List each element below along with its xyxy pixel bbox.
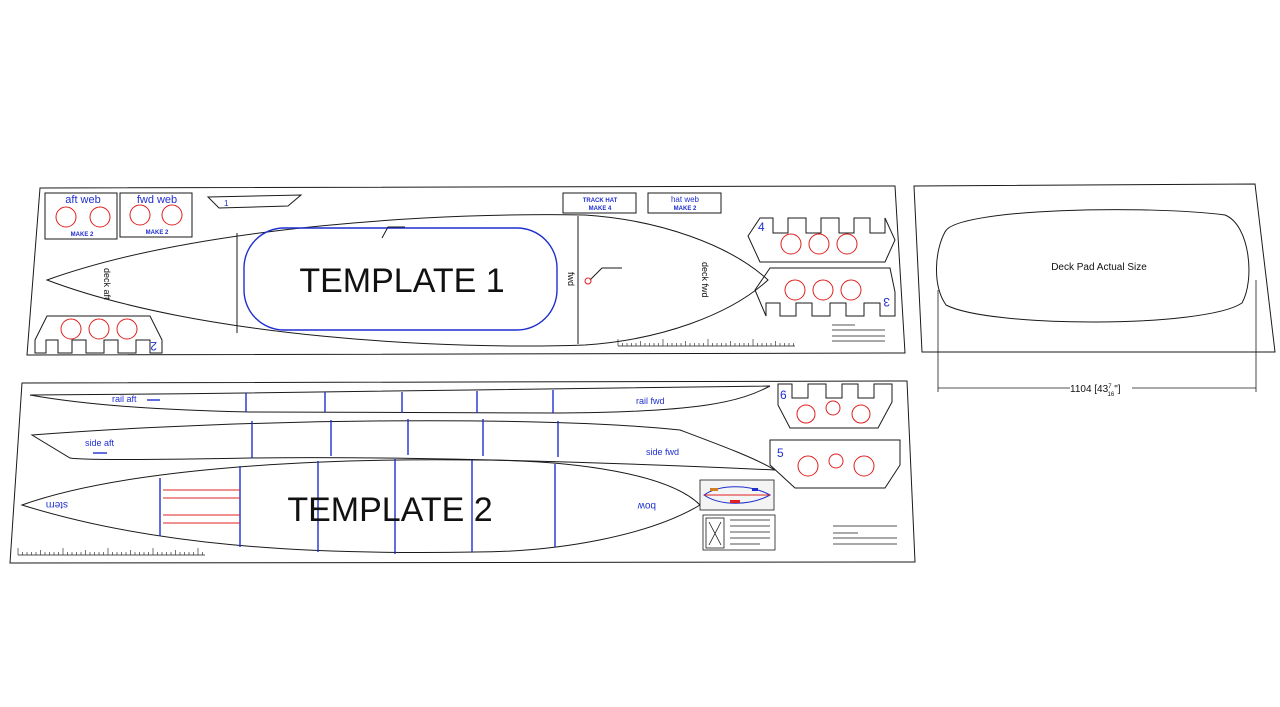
part-4-label: 4 [758,220,765,234]
part-2-label: 2 [150,339,157,353]
part-2 [34,315,163,354]
stern-label: stern [46,499,68,510]
title-block-1 [832,324,885,342]
fwd-web-part: fwd web MAKE 2 [119,192,193,238]
hat-web-make: MAKE 2 [674,206,697,212]
template-2-title: TEMPLATE 2 [287,491,492,529]
aft-web-label: aft web [65,194,100,206]
title-block-2 [833,525,897,545]
aft-web-make: MAKE 2 [71,232,94,238]
part-1-label: 1 [224,199,229,208]
part-5-label: 5 [777,446,784,460]
rail-fwd-label: rail fwd [636,396,665,406]
side-fwd-label: side fwd [646,447,679,457]
deck-pad-label: Deck Pad Actual Size [1051,262,1147,273]
scale-ruler-1 [617,339,795,347]
part-3-label: 3 [883,295,890,309]
deck-outline [45,214,769,347]
part-6 [777,383,893,429]
scale-ruler-2 [17,548,205,556]
track-hat-label: TRACK HAT [583,198,618,204]
fwd-web-label: fwd web [137,194,177,206]
template-1-sheet: aft web MAKE 2 fwd web MAKE 2 1 TRACK HA… [26,185,906,356]
aft-web-part: aft web MAKE 2 [44,192,118,240]
side-part [30,419,776,471]
part-4 [747,217,896,263]
preview-thumbnails [699,479,776,551]
fwd-label: fwd [566,272,576,286]
bow-label: bow [637,500,656,511]
rail-aft-label: rail aft [112,394,137,404]
hat-web-label: hat web [671,195,700,204]
template-1-title: TEMPLATE 1 [299,262,504,300]
fwd-web-make: MAKE 2 [146,230,169,236]
deck-aft-label: deck aft [102,268,112,300]
track-hat-make: MAKE 4 [589,206,612,212]
part-3 [754,267,896,317]
part-6-label: 6 [780,388,787,402]
part-5 [769,439,901,489]
side-aft-label: side aft [85,438,115,448]
deck-fwd-label: deck fwd [700,262,710,298]
template-2-sheet: rail aft rail fwd side aft side fwd [9,380,916,564]
